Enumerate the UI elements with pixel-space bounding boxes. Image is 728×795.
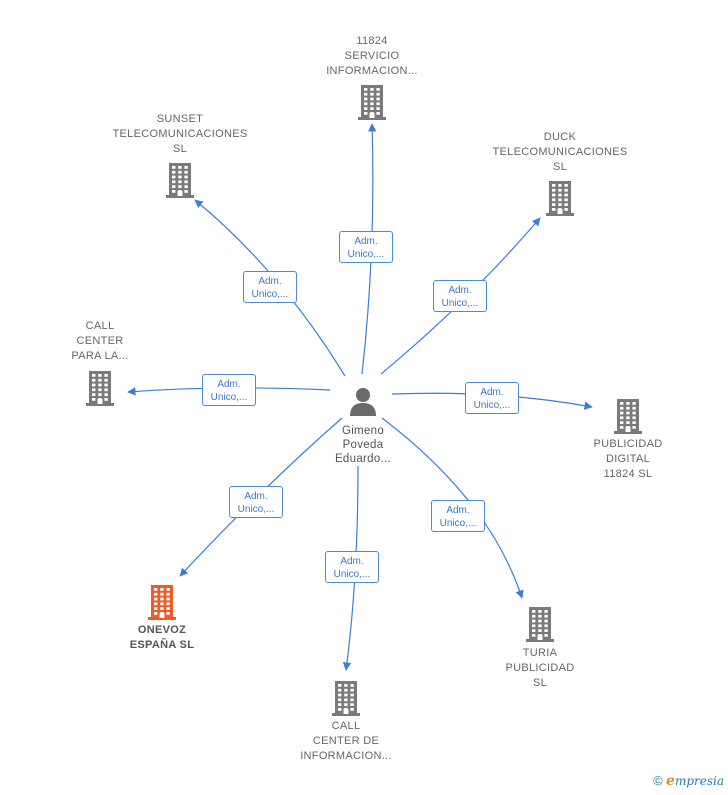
company-node-c4[interactable]: [85, 370, 115, 406]
company-node-c3[interactable]: [545, 180, 575, 216]
building-icon: [148, 585, 176, 620]
building-icon: [332, 681, 360, 716]
edge-label-c3[interactable]: Adm. Unico,...: [433, 280, 487, 312]
edge-label-c8[interactable]: Adm. Unico,...: [325, 551, 379, 583]
footer-brand: © empresia: [653, 773, 724, 789]
person-icon: [350, 388, 376, 416]
edge-label-c6[interactable]: Adm. Unico,...: [229, 486, 283, 518]
center-person-label[interactable]: Gimeno Poveda Eduardo...: [334, 425, 392, 465]
company-label-wrap-c5: PUBLICIDAD DIGITAL 11824 SL: [593, 437, 662, 482]
building-icon: [166, 163, 194, 198]
company-label-wrap-c1: 11824 SERVICIO INFORMACION...: [326, 34, 418, 79]
brand-logo[interactable]: empresia: [666, 773, 724, 789]
center-person-node[interactable]: [348, 386, 378, 416]
company-node-c8[interactable]: [331, 680, 361, 716]
center-person-label-wrap: Gimeno Poveda Eduardo...: [335, 424, 391, 466]
company-label-wrap-c6: ONEVOZ ESPAÑA SL: [130, 623, 194, 653]
edge-label-c2[interactable]: Adm. Unico,...: [243, 271, 297, 303]
building-icon: [86, 371, 114, 406]
company-label-wrap-c4: CALL CENTER PARA LA...: [71, 319, 128, 364]
company-label[interactable]: CALL CENTER DE INFORMACION...: [300, 720, 392, 762]
company-label[interactable]: SUNSET TELECOMUNICACIONES SL: [112, 113, 248, 155]
company-label[interactable]: PUBLICIDAD DIGITAL 11824 SL: [593, 438, 663, 480]
building-icon: [526, 607, 554, 642]
edge-label-c5[interactable]: Adm. Unico,...: [465, 382, 519, 414]
company-label[interactable]: TURIA PUBLICIDAD SL: [505, 647, 575, 689]
company-label-wrap-c2: SUNSET TELECOMUNICACIONES SL: [113, 112, 248, 157]
company-label[interactable]: CALL CENTER PARA LA...: [71, 320, 129, 362]
edge-label-c7[interactable]: Adm. Unico,...: [431, 500, 485, 532]
edge-label-c4[interactable]: Adm. Unico,...: [202, 374, 256, 406]
company-label-wrap-c8: CALL CENTER DE INFORMACION...: [300, 719, 392, 764]
company-node-c7[interactable]: [525, 606, 555, 642]
company-node-c5[interactable]: [613, 398, 643, 434]
building-icon: [358, 85, 386, 120]
edge-label-c1[interactable]: Adm. Unico,...: [339, 231, 393, 263]
company-label-wrap-c7: TURIA PUBLICIDAD SL: [505, 646, 574, 691]
company-label[interactable]: 11824 SERVICIO INFORMACION...: [326, 35, 418, 77]
company-label[interactable]: ONEVOZ ESPAÑA SL: [129, 624, 195, 651]
company-label-wrap-c3: DUCK TELECOMUNICACIONES SL: [493, 130, 628, 175]
copyright-icon: ©: [653, 773, 663, 788]
company-label[interactable]: DUCK TELECOMUNICACIONES SL: [492, 131, 628, 173]
company-node-c1[interactable]: [357, 84, 387, 120]
company-node-c2[interactable]: [165, 162, 195, 198]
company-node-c6[interactable]: [147, 584, 177, 620]
building-icon: [614, 399, 642, 434]
building-icon: [546, 181, 574, 216]
